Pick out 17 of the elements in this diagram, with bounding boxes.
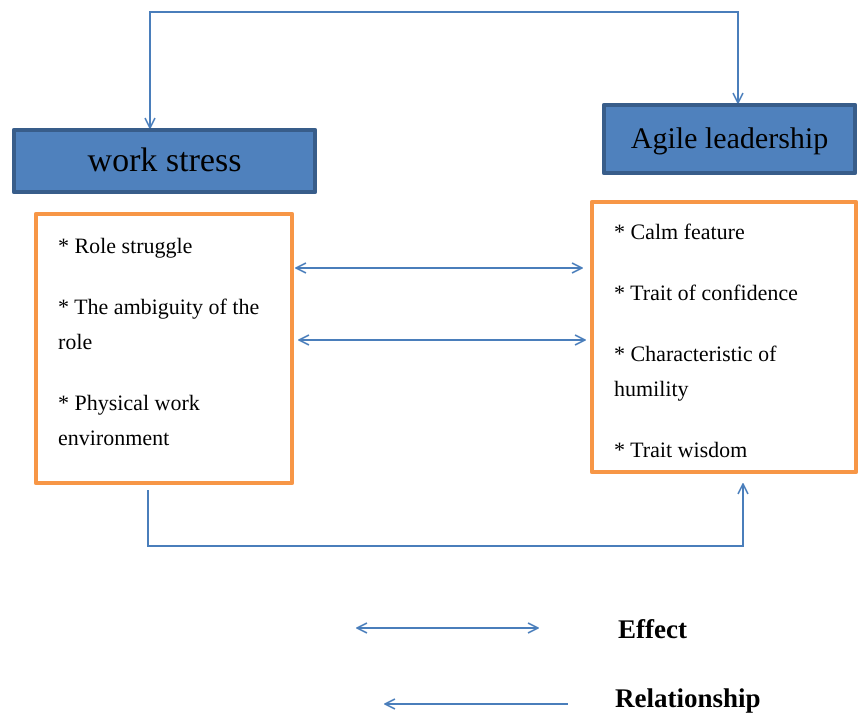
legend-label: Effect: [618, 614, 687, 645]
title-box: Agile leadership: [602, 103, 857, 175]
list-item: * The ambiguity of the role: [58, 293, 260, 356]
connector-arrow: [144, 11, 744, 129]
list-item: * Calm feature: [614, 218, 746, 246]
list-item: * Physical work environment: [58, 389, 201, 452]
legend-label: Relationship: [615, 683, 761, 714]
connector-arrow: [147, 483, 749, 547]
connector-arrow: [295, 262, 583, 274]
list-box: [590, 200, 858, 474]
list-item: * Role struggle: [58, 232, 194, 260]
connector-arrow: [298, 334, 586, 346]
list-item: * Characteristic of humility: [614, 340, 778, 403]
title-box: work stress: [12, 128, 317, 194]
list-item: * Trait wisdom: [614, 436, 748, 464]
list-box: [34, 212, 294, 485]
list-item: * Trait of confidence: [614, 279, 799, 307]
